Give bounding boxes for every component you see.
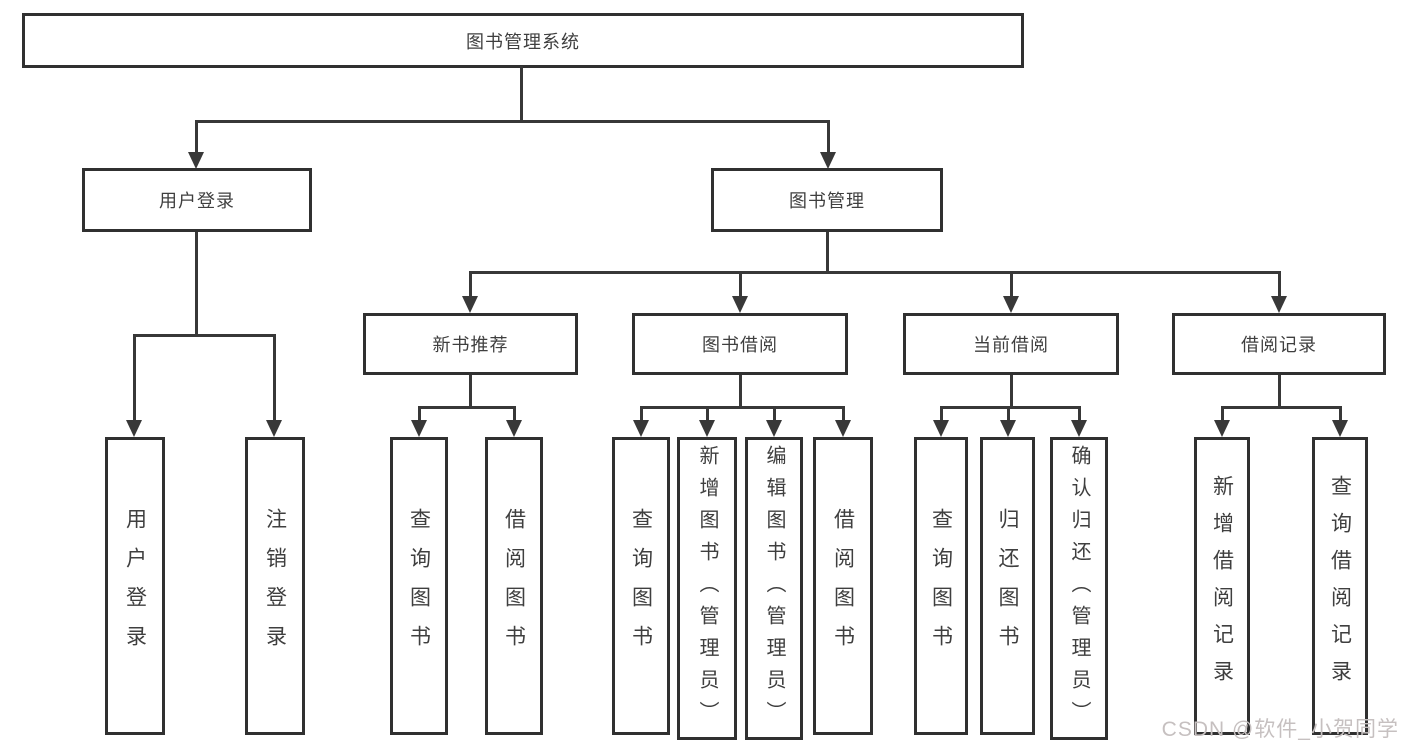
connector-vline	[195, 232, 198, 336]
leaf-add-borrow-record: 新增借阅记录	[1194, 437, 1250, 735]
connector-vline	[520, 66, 523, 122]
arrowhead-down	[1071, 420, 1087, 437]
leaf-label: 用户登录	[123, 508, 147, 664]
connector-vline	[739, 375, 742, 408]
connector-vline	[513, 406, 516, 422]
leaf-label: 归还图书	[996, 508, 1019, 664]
arrowhead-down	[126, 420, 142, 437]
connector-hline	[640, 406, 844, 409]
connector-vline	[826, 232, 829, 274]
node-current-borrow: 当前借阅	[903, 313, 1119, 375]
connector-vline	[1010, 375, 1013, 408]
connector-vline	[133, 334, 136, 422]
connector-vline	[739, 271, 742, 298]
leaf-query-books-borrow: 查询图书	[612, 437, 670, 735]
leaf-logout: 注销登录	[245, 437, 305, 735]
arrowhead-down	[820, 152, 836, 169]
leaf-label: 查询图书	[407, 508, 431, 664]
arrowhead-down	[835, 420, 851, 437]
arrowhead-down	[1214, 420, 1230, 437]
leaf-label: 新增借阅记录	[1210, 475, 1234, 697]
node-root: 图书管理系统	[22, 13, 1024, 68]
connector-vline	[940, 406, 943, 422]
connector-vline	[1339, 406, 1342, 422]
connector-vline	[1007, 406, 1010, 422]
connector-vline	[1278, 271, 1281, 298]
connector-vline	[640, 406, 643, 422]
connector-vline	[1278, 375, 1281, 408]
leaf-label: 查询图书	[929, 508, 953, 664]
arrowhead-down	[266, 420, 282, 437]
arrowhead-down	[1271, 296, 1287, 313]
connector-vline	[195, 120, 198, 154]
connector-vline	[1078, 406, 1081, 422]
connector-hline	[195, 120, 829, 123]
arrowhead-down	[766, 420, 782, 437]
connector-vline	[469, 271, 472, 298]
arrowhead-down	[462, 296, 478, 313]
node-book-borrow: 图书借阅	[632, 313, 848, 375]
arrowhead-down	[1332, 420, 1348, 437]
node-book-management: 图书管理	[711, 168, 943, 232]
leaf-query-borrow-record: 查询借阅记录	[1312, 437, 1368, 735]
connector-hline	[469, 271, 1280, 274]
leaf-label: 查询图书	[629, 508, 653, 664]
leaf-confirm-return-admin: 确认归还（管理员）	[1050, 437, 1108, 740]
connector-hline	[133, 334, 275, 337]
leaf-edit-books-admin: 编辑图书（管理员）	[745, 437, 803, 740]
leaf-label: 编辑图书（管理员）	[763, 444, 785, 733]
connector-vline	[773, 406, 776, 422]
leaf-return-books: 归还图书	[980, 437, 1035, 735]
connector-vline	[418, 406, 421, 422]
leaf-label: 借阅图书	[831, 508, 855, 664]
arrowhead-down	[933, 420, 949, 437]
leaf-label: 新增图书（管理员）	[696, 444, 718, 733]
leaf-label: 注销登录	[263, 508, 287, 664]
connector-vline	[706, 406, 709, 422]
connector-vline	[469, 375, 472, 408]
leaf-borrow-books-borrow: 借阅图书	[813, 437, 873, 735]
arrowhead-down	[506, 420, 522, 437]
leaf-add-books-admin: 新增图书（管理员）	[677, 437, 737, 740]
connector-vline	[827, 120, 830, 154]
csdn-watermark: CSDN @软件_小贺同学	[1161, 718, 1399, 741]
node-borrow-records: 借阅记录	[1172, 313, 1386, 375]
connector-hline	[1221, 406, 1341, 409]
leaf-user-login: 用户登录	[105, 437, 165, 735]
arrowhead-down	[411, 420, 427, 437]
connector-vline	[1221, 406, 1224, 422]
node-new-book-recommend: 新书推荐	[363, 313, 578, 375]
connector-vline	[273, 334, 276, 422]
leaf-label: 查询借阅记录	[1328, 475, 1352, 697]
connector-hline	[418, 406, 515, 409]
arrowhead-down	[699, 420, 715, 437]
arrowhead-down	[1003, 296, 1019, 313]
connector-hline	[940, 406, 1080, 409]
arrowhead-down	[732, 296, 748, 313]
arrowhead-down	[188, 152, 204, 169]
connector-vline	[842, 406, 845, 422]
leaf-label: 借阅图书	[502, 508, 526, 664]
leaf-query-books-current: 查询图书	[914, 437, 968, 735]
arrowhead-down	[1000, 420, 1016, 437]
node-user-login: 用户登录	[82, 168, 312, 232]
connector-vline	[1010, 271, 1013, 298]
leaf-label: 确认归还（管理员）	[1068, 444, 1090, 733]
arrowhead-down	[633, 420, 649, 437]
leaf-borrow-books-recommend: 借阅图书	[485, 437, 543, 735]
leaf-query-books-recommend: 查询图书	[390, 437, 448, 735]
